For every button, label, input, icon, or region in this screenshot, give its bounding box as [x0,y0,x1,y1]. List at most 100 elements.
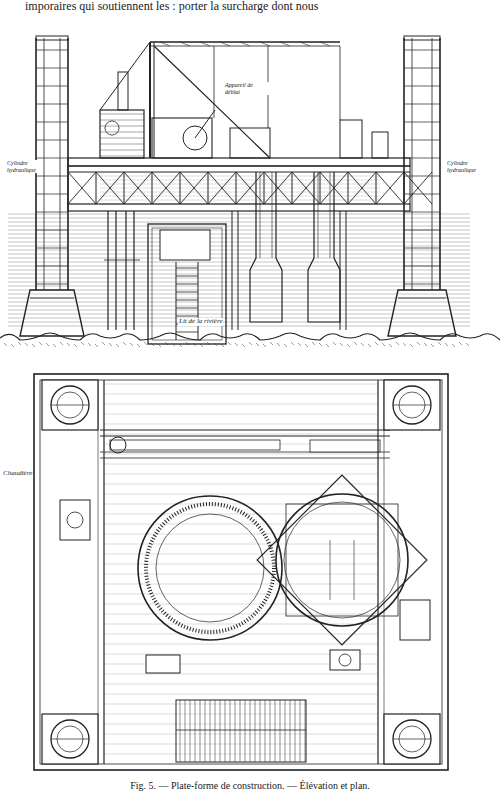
stroke [404,172,432,204]
stroke [104,744,378,745]
stroke [340,211,341,330]
stroke [361,343,364,346]
stroke [404,140,440,141]
stroke [123,342,126,345]
stroke [60,342,63,345]
stroke [250,700,251,762]
stroke [32,344,35,347]
frame [330,650,360,670]
frame [310,440,380,452]
stroke [176,268,198,269]
stroke [8,258,470,259]
stroke [36,194,68,195]
stroke [292,172,320,204]
stroke [176,276,198,277]
stroke [232,211,233,330]
stroke [236,172,237,204]
stroke [466,343,469,346]
stroke [368,344,371,347]
stroke [100,138,144,139]
stroke [176,284,198,285]
stroke [320,42,330,46]
stroke [382,343,385,346]
stroke [256,343,259,346]
stroke [36,86,68,87]
stroke [277,343,280,346]
frame [230,128,270,158]
stroke [8,286,470,287]
stroke [185,700,186,762]
stroke [280,700,281,762]
frame [384,380,440,430]
stroke [8,274,470,275]
stroke [305,344,308,347]
stroke [51,405,89,406]
frame [36,36,68,40]
stroke [346,211,347,330]
stroke [8,270,470,271]
stroke [104,734,378,735]
part-label: Cylindre hydraulique [446,160,478,173]
stroke [8,278,470,279]
stroke [377,380,378,764]
stroke [36,68,68,69]
stroke [104,434,378,435]
frame [68,158,410,166]
stroke [290,700,291,762]
stroke [240,700,241,762]
stroke [150,41,340,43]
stroke [95,344,98,347]
stroke [265,700,266,762]
stroke [176,332,198,333]
stroke [176,730,306,731]
stroke [318,172,319,258]
frame [118,72,128,110]
stroke [195,110,215,138]
stroke [417,342,420,345]
stroke [36,248,68,249]
stroke [180,172,208,204]
stroke [96,172,124,204]
stroke [340,46,341,120]
stroke [124,172,152,204]
circle [393,720,431,758]
stroke [104,724,378,725]
stroke [137,344,140,347]
stroke [154,42,155,158]
stroke [8,262,470,263]
stroke [154,46,270,158]
stroke [104,424,378,425]
stroke [263,344,266,347]
circle [156,514,264,622]
stroke [144,342,147,345]
stroke [190,700,191,762]
stroke [404,266,440,267]
stroke [348,172,349,204]
stroke [100,42,150,110]
stroke [36,284,68,285]
stroke [36,50,68,51]
stroke [404,122,440,123]
stroke [280,42,290,46]
stroke [285,700,286,762]
frame [404,36,440,40]
frame [286,504,398,616]
frame [34,374,448,770]
stroke [305,700,306,762]
stroke [100,430,390,431]
stroke [439,38,441,290]
stroke [104,474,378,475]
stroke [8,226,470,227]
stroke [104,464,378,465]
circle [339,654,351,666]
stroke [11,344,14,347]
stroke [8,250,470,251]
stroke [104,694,378,695]
stroke [404,248,440,249]
part-label: Cylindre hydraulique [6,160,38,173]
stroke [36,212,68,213]
stroke [404,104,440,105]
stroke [104,484,378,485]
stroke [103,380,104,764]
